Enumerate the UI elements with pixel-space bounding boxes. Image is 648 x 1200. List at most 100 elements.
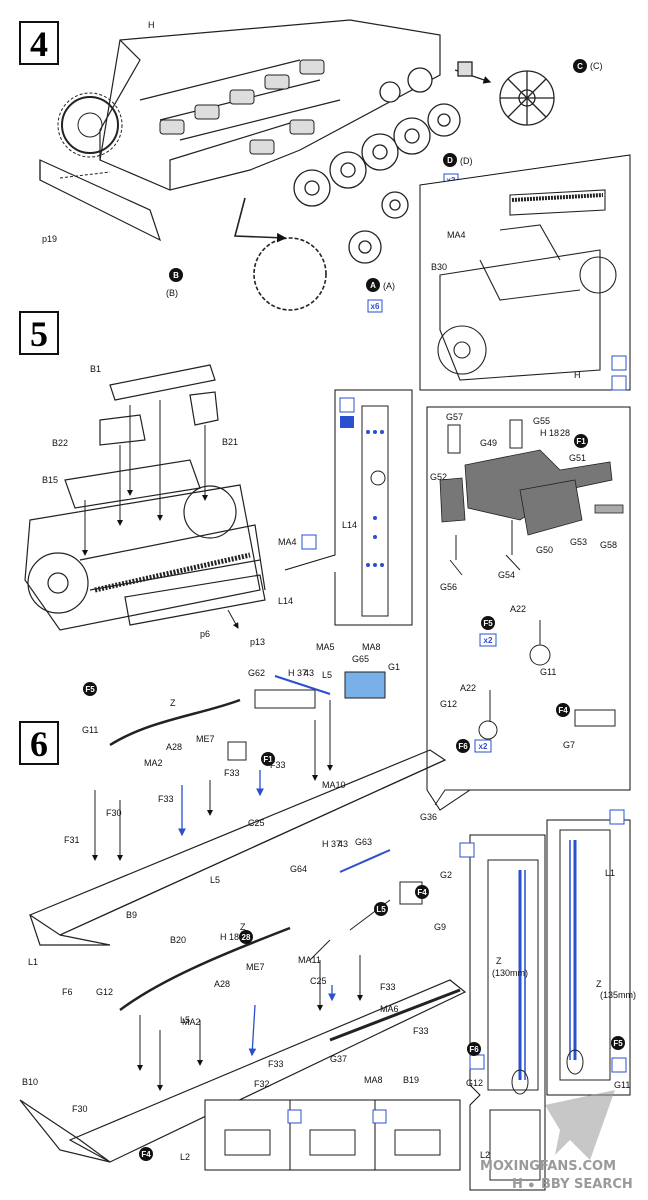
side-panel-label: L2 [480, 1150, 490, 1160]
side-panel-label: F5 [613, 1039, 623, 1048]
step6-label: G36 [420, 812, 437, 822]
tool-badge-f4: F4 [558, 706, 568, 715]
tool-label-g53: G53 [570, 537, 587, 547]
label-d-paren: (D) [460, 156, 473, 166]
tool-badge-x2: x2 [484, 636, 493, 645]
road-wheels [293, 67, 461, 264]
step6-label: MA8 [362, 642, 381, 652]
step6-label: B20 [170, 935, 186, 945]
step6-label: L5 [210, 875, 220, 885]
step6-badge-bg [374, 902, 388, 916]
tow-cable [109, 698, 291, 1012]
step-number: 6 [30, 724, 48, 764]
tool-label-a22: A22 [510, 604, 526, 614]
step6-label: F30 [106, 808, 122, 818]
tool-label-g58: G58 [600, 540, 617, 550]
step5-hull-drawing [24, 364, 266, 631]
glue-icon [372, 1109, 387, 1124]
step6-label: MA5 [316, 642, 335, 652]
fender-l2 [19, 979, 467, 1163]
label-h: H [148, 20, 155, 30]
step6-label: C25 [248, 818, 265, 828]
track-links-step5 [94, 552, 251, 593]
step6-label: L5 [376, 905, 386, 914]
glue-icon [287, 1109, 302, 1124]
label-p19: p19 [42, 234, 57, 244]
tool-label-g51: G51 [569, 453, 586, 463]
step6-badge-bg [415, 885, 429, 899]
tool-label-a22b: A22 [460, 683, 476, 693]
assembly-arrows [92, 700, 363, 1091]
assembly-arrows [82, 400, 239, 629]
step6-label: F33 [158, 794, 174, 804]
glue-icon [301, 534, 317, 550]
tool-label-g50: G50 [536, 545, 553, 555]
step6-label: F5 [85, 685, 95, 694]
inset-label-l14: L14 [342, 520, 357, 530]
label-ma4: MA4 [278, 537, 297, 547]
step6-label: H 37 [322, 839, 341, 849]
glue-icon [611, 375, 627, 391]
badge-c: C [577, 62, 583, 71]
step6-badge-bg [261, 752, 275, 766]
glue-icon [611, 1057, 627, 1073]
step6-label: ME7 [246, 962, 265, 972]
side-panel-label: L1 [605, 868, 615, 878]
step6-label: F4 [417, 888, 427, 897]
side-panel-label: Z [596, 979, 602, 989]
step6-label: G1 [388, 662, 400, 672]
tool-label-g55: G55 [533, 416, 550, 426]
strip-ma6 [329, 988, 461, 1042]
side-badge-bg [611, 1036, 625, 1050]
label-b21: B21 [222, 437, 238, 447]
step6-label: 43 [304, 668, 314, 678]
tool-label-g12: G12 [440, 699, 457, 709]
jack-part [254, 689, 316, 709]
label-b1: B1 [90, 364, 101, 374]
tool-label-28: 28 [560, 428, 570, 438]
step6-label: L2 [180, 1152, 190, 1162]
step6-label: G65 [352, 654, 369, 664]
glue-icon [339, 397, 355, 413]
step6-label: B9 [126, 910, 137, 920]
tool-label-g49: G49 [480, 438, 497, 448]
badge-x6: x6 [371, 302, 380, 311]
side-panel-label: G11 [614, 1080, 630, 1090]
step6-label: G37 [330, 1054, 347, 1064]
label-a-paren: (A) [383, 281, 395, 291]
side-panel-label: (130mm) [492, 968, 528, 978]
step6-label: A28 [214, 979, 230, 989]
step-6: 6 [19, 642, 636, 1191]
step6-label: Z [170, 698, 176, 708]
step-4: 4 [19, 19, 603, 313]
step6-label: A28 [166, 742, 182, 752]
step6-label: C25 [310, 976, 327, 986]
step6-badge-bg [139, 1147, 153, 1161]
step6-label: L5 [322, 670, 332, 680]
leader-line [59, 171, 111, 179]
tool-label-g54: G54 [498, 570, 515, 580]
step6-label: MA6 [380, 1004, 399, 1014]
step6-label: 43 [338, 839, 348, 849]
label-c-paren: (C) [590, 61, 603, 71]
step-number: 4 [30, 24, 48, 64]
tool-label-h18: H 18 [540, 428, 559, 438]
l14-inset-panel: L14 [284, 389, 413, 626]
step-number-box [19, 721, 59, 765]
glue-icon [609, 809, 625, 825]
step6-label: B19 [403, 1075, 419, 1085]
label-b22: B22 [52, 438, 68, 448]
step-5: 5 B1 B21 B22 B15 MA4 L14 [19, 311, 413, 647]
step-number-box [19, 21, 59, 65]
sprocket-wheel [57, 92, 123, 158]
step6-label: F4 [141, 1150, 151, 1159]
step6-label: F33 [268, 1059, 284, 1069]
track-links-inset [511, 193, 604, 202]
blue-rods [274, 675, 391, 873]
tool-badge-f1: F1 [576, 437, 586, 446]
suspension-arms [159, 59, 325, 155]
side-panel-label: F6 [469, 1045, 479, 1054]
step6-label: F33 [380, 982, 396, 992]
